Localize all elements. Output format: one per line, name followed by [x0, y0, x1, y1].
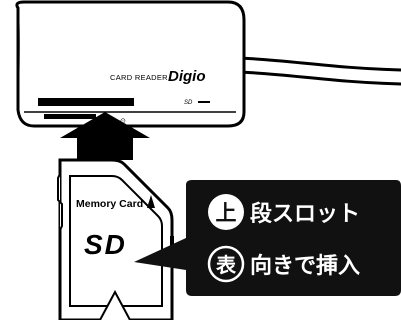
upper-slot [38, 98, 134, 106]
insert-arrow-icon [60, 112, 150, 160]
slot-symbol: ⊙ [120, 118, 126, 125]
callout-line2-text: 向きで挿入 [250, 253, 360, 279]
instruction-callout [134, 180, 401, 296]
indicator-mark [198, 101, 210, 103]
reader-model-text: CARD READER [110, 73, 168, 82]
card-sd-logo: SD [84, 229, 127, 260]
badge-upper-text: 上 [216, 201, 237, 225]
callout-line1-text: 段スロット [250, 201, 360, 227]
badge-front-icon [207, 245, 245, 283]
card-label-text: Memory Card [76, 198, 143, 210]
reader-sd-mark: SD [184, 100, 193, 106]
usb-cable [237, 56, 401, 86]
badge-upper-icon [208, 194, 244, 230]
lower-slot [44, 114, 96, 119]
badge-front-text: 表 [216, 253, 237, 277]
reader-brand-logo: Digio [168, 68, 206, 85]
card-reader-device: ⊙ [15, 0, 246, 128]
sd-card [57, 158, 174, 320]
card-direction-triangle-icon [147, 195, 155, 208]
